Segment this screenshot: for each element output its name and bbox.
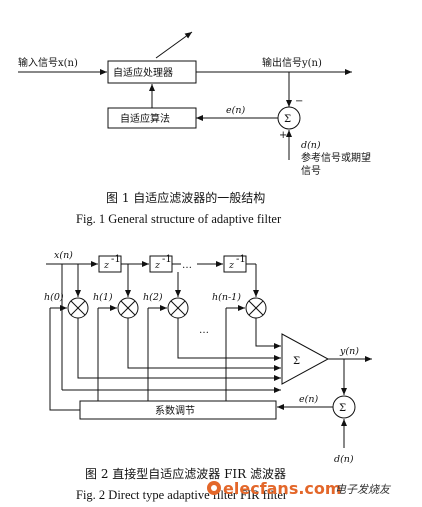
f2-mul-out-3 xyxy=(255,318,281,349)
f2-mul-out-2 xyxy=(177,318,281,361)
f1-minus: − xyxy=(295,96,303,107)
f2-coef-adjust-box xyxy=(79,400,277,420)
figure-2-text: x(n) z -1 z -1 … z -1 h(0) h(1) h(2) h(n… xyxy=(44,250,359,502)
f2-multiplier-2 xyxy=(167,297,189,319)
watermark: elecfans.com 电子发烧友 xyxy=(207,479,392,498)
watermark-site: elecfans.com xyxy=(223,479,342,498)
f2-coef-h2: h(2) xyxy=(143,292,163,303)
f2-delay-label-3: z xyxy=(228,260,235,271)
figure-2 xyxy=(46,255,372,448)
f2-input-label: x(n) xyxy=(54,250,73,261)
f2-delay-exp-2: -1 xyxy=(162,254,172,265)
f2-mul-out-0 xyxy=(77,318,281,381)
f1-input-label: 输入信号x(n) xyxy=(18,56,78,69)
f2-desired-label: d(n) xyxy=(334,454,354,465)
f2-fb-0 xyxy=(49,308,80,411)
f2-coef-h0: h(0) xyxy=(44,292,64,303)
watermark-logo-icon xyxy=(207,481,221,495)
f1-algorithm-label: 自适应算法 xyxy=(120,112,170,125)
f2-caption-cn: 图 2 直接型自适应滤波器 FIR 滤波器 xyxy=(85,466,286,481)
f2-delay-label-1: z xyxy=(103,260,110,271)
f2-multiplier-0 xyxy=(67,297,89,319)
f2-delay-label-2: z xyxy=(154,260,161,271)
f1-caption-cn: 图 1 自适应滤波器的一般结构 xyxy=(106,190,265,205)
f1-desired-desc-2: 信号 xyxy=(301,165,321,177)
f2-coef-h1: h(1) xyxy=(93,292,113,303)
f2-delay-ellipsis: … xyxy=(182,260,192,271)
f2-summer-triangle xyxy=(281,333,330,385)
f2-mid-ellipsis: … xyxy=(199,325,209,336)
f2-caption-en: Fig. 2 Direct type adaptive filter FIR f… xyxy=(76,488,288,502)
figure-1-text: 输入信号x(n) 自适应处理器 输出信号y(n) 自适应算法 e(n) Σ − … xyxy=(18,56,371,226)
f2-error-label: e(n) xyxy=(299,394,318,405)
f2-multiplier-3 xyxy=(245,297,267,319)
f1-processor-label: 自适应处理器 xyxy=(113,66,173,79)
f2-coef-adjust-label: 系数调节 xyxy=(155,404,195,417)
f1-adapt-arrow xyxy=(155,31,193,59)
f1-plus: + xyxy=(279,130,287,141)
f2-coef-h3: h(n-1) xyxy=(212,292,241,303)
f1-desired-label: d(n) xyxy=(301,140,321,151)
f1-sum-symbol: Σ xyxy=(284,114,291,125)
f2-mul-out-1 xyxy=(127,318,281,371)
f2-delay-exp-1: -1 xyxy=(111,254,121,265)
f1-error-label: e(n) xyxy=(226,105,245,116)
f2-sum2-symbol: Σ xyxy=(339,403,346,414)
f2-sum-symbol: Σ xyxy=(293,356,300,367)
f1-caption-en: Fig. 1 General structure of adaptive fil… xyxy=(76,212,282,226)
f1-output-label: 输出信号y(n) xyxy=(262,56,322,69)
f2-multiplier-1 xyxy=(117,297,139,319)
watermark-cn: 电子发烧友 xyxy=(335,483,392,496)
f2-delay-exp-3: -1 xyxy=(236,254,246,265)
f2-output-label: y(n) xyxy=(339,346,359,357)
f1-desired-desc-1: 参考信号或期望 xyxy=(301,151,371,164)
figure-1 xyxy=(18,31,352,160)
